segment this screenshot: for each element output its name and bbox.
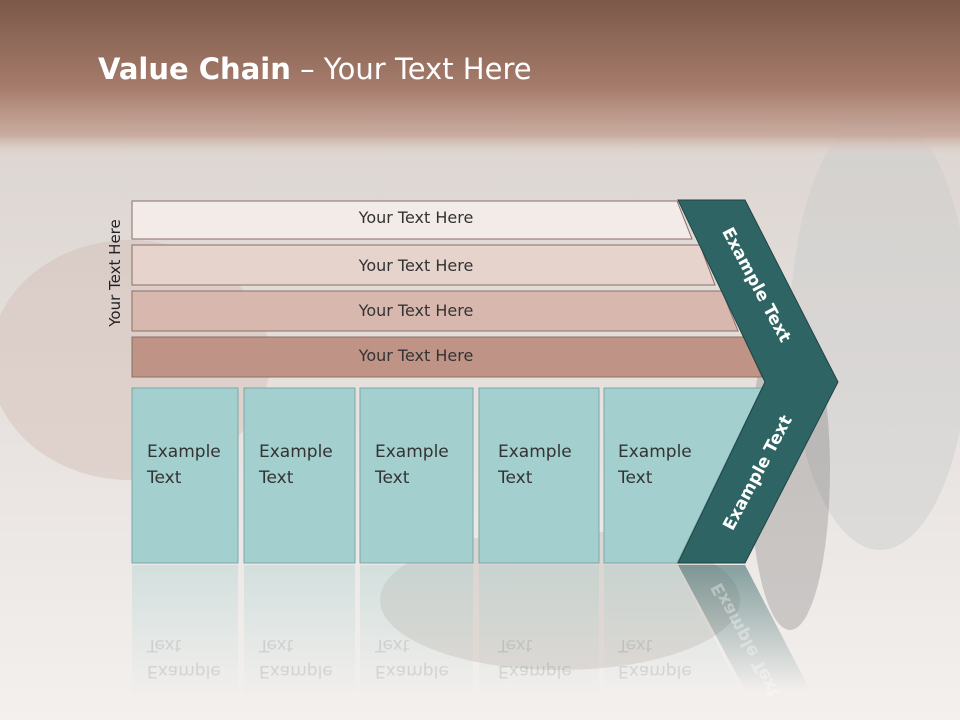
box-3 <box>359 387 474 564</box>
page-title: Value Chain – Your Text Here <box>98 52 532 86</box>
bar-label-4: Your Text Here <box>358 346 474 365</box>
side-label: Your Text Here <box>106 219 124 327</box>
box-1 <box>131 387 239 564</box>
box-4 <box>478 387 600 564</box>
bar-label-2: Your Text Here <box>358 256 474 275</box>
bar-1 <box>131 200 693 240</box>
box-5 <box>603 387 763 564</box>
bar-2 <box>131 244 716 286</box>
bar-label-1: Your Text Here <box>358 208 474 227</box>
bar-3 <box>131 290 739 332</box>
bar-4 <box>131 336 763 378</box>
bar-label-3: Your Text Here <box>358 301 474 320</box>
chevron-arrow <box>677 199 839 564</box>
box-2 <box>243 387 356 564</box>
